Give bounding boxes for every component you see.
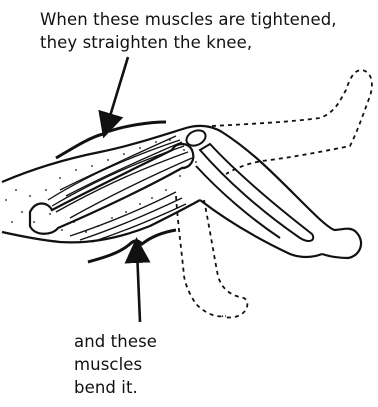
straight-leg-outline bbox=[212, 70, 372, 174]
flexor-pointer-arrow bbox=[137, 250, 140, 322]
shin-bones bbox=[196, 144, 313, 241]
bent-leg-outline bbox=[176, 196, 247, 318]
extensor-pointer-arrow bbox=[107, 57, 128, 126]
flexor-brace bbox=[88, 230, 176, 262]
